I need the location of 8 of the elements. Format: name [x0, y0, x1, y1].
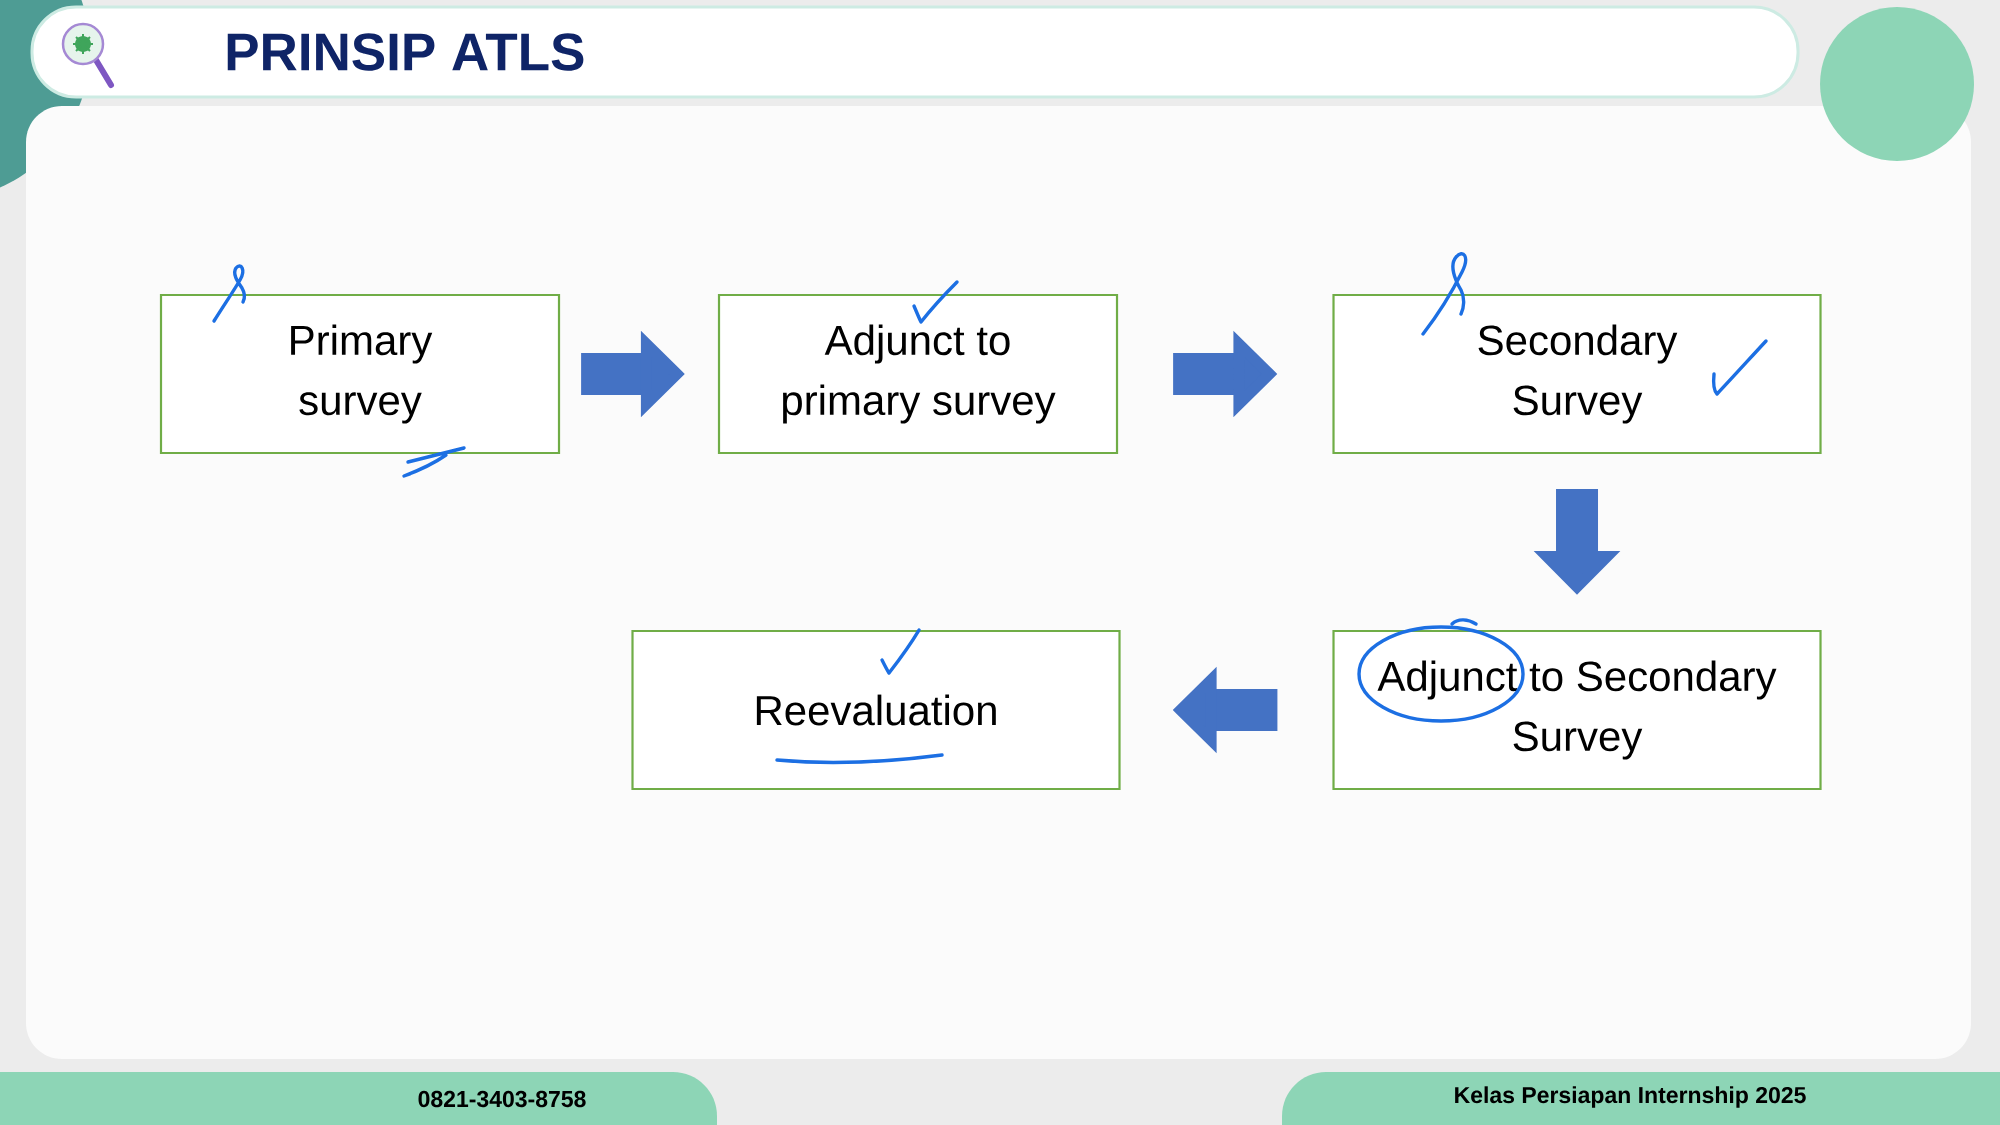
process-box: Adjunct to Secondary Survey — [1332, 629, 1822, 791]
process-box: Secondary Survey — [1332, 293, 1822, 455]
phone-number: 0821-3403-8758 — [418, 1090, 586, 1108]
footer-text: Kelas Persiapan Internship 2025 — [1455, 1086, 1806, 1108]
title: PRINSIP ATLS — [227, 33, 584, 71]
process-box: Adjunct to primary survey — [717, 293, 1119, 455]
process-box: Primary survey — [159, 293, 561, 455]
process-box: Reevaluation — [631, 629, 1121, 791]
